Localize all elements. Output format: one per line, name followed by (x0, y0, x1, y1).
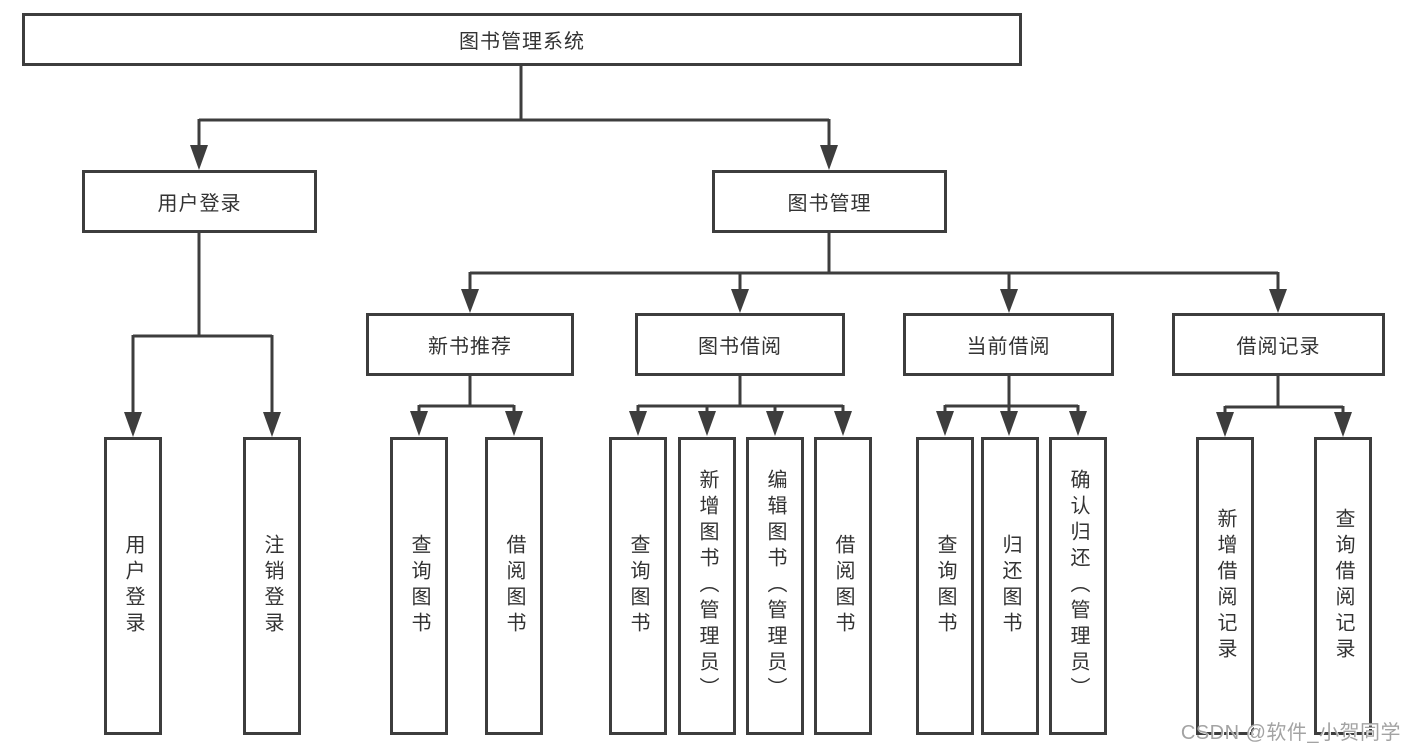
node-label: 借阅记录 (1236, 336, 1321, 358)
leaf-borrow-books: 借阅图书 (814, 437, 872, 735)
node-label: 归还图书 (999, 534, 1021, 638)
node-current-borrow: 当前借阅 (903, 313, 1114, 376)
node-root-book-management-system: 图书管理系统 (22, 13, 1022, 66)
leaf-query-borrow-record: 查询借阅记录 (1314, 437, 1372, 735)
node-label: 查询图书 (627, 534, 649, 638)
node-label: 查询图书 (934, 534, 956, 638)
node-book-management: 图书管理 (712, 170, 947, 233)
node-label: 查询图书 (408, 534, 430, 638)
leaf-query-books-borrow: 查询图书 (609, 437, 667, 735)
node-borrow-records: 借阅记录 (1172, 313, 1385, 376)
node-label: 当前借阅 (966, 336, 1051, 358)
node-label: 查询借阅记录 (1332, 508, 1354, 664)
node-label: 新增借阅记录 (1214, 508, 1236, 664)
leaf-borrow-books-recommend: 借阅图书 (485, 437, 543, 735)
leaf-user-login: 用户登录 (104, 437, 162, 735)
leaf-edit-book-admin: 编辑图书（管理员） (746, 437, 804, 735)
leaf-add-borrow-record: 新增借阅记录 (1196, 437, 1254, 735)
leaf-add-book-admin: 新增图书（管理员） (678, 437, 736, 735)
node-label: 确认归还（管理员） (1067, 469, 1089, 703)
node-label: 编辑图书（管理员） (764, 469, 786, 703)
node-label: 新书推荐 (428, 336, 512, 358)
node-label: 用户登录 (122, 534, 144, 638)
node-label: 图书管理 (787, 193, 872, 215)
leaf-return-book: 归还图书 (981, 437, 1039, 735)
leaf-query-books-current: 查询图书 (916, 437, 974, 735)
node-new-book-recommend: 新书推荐 (366, 313, 574, 376)
node-label: 注销登录 (261, 534, 283, 638)
node-label: 新增图书（管理员） (696, 469, 718, 703)
node-label: 借阅图书 (832, 534, 854, 638)
node-label: 用户登录 (157, 193, 242, 215)
node-label: 借阅图书 (503, 534, 525, 638)
node-label: 图书管理系统 (459, 31, 585, 53)
leaf-query-books-recommend: 查询图书 (390, 437, 448, 735)
node-label: 图书借阅 (698, 336, 782, 358)
csdn-watermark: CSDN @软件_小贺同学 (1180, 722, 1401, 744)
node-user-login: 用户登录 (82, 170, 317, 233)
leaf-logout: 注销登录 (243, 437, 301, 735)
leaf-confirm-return-admin: 确认归还（管理员） (1049, 437, 1107, 735)
node-book-borrow: 图书借阅 (635, 313, 845, 376)
